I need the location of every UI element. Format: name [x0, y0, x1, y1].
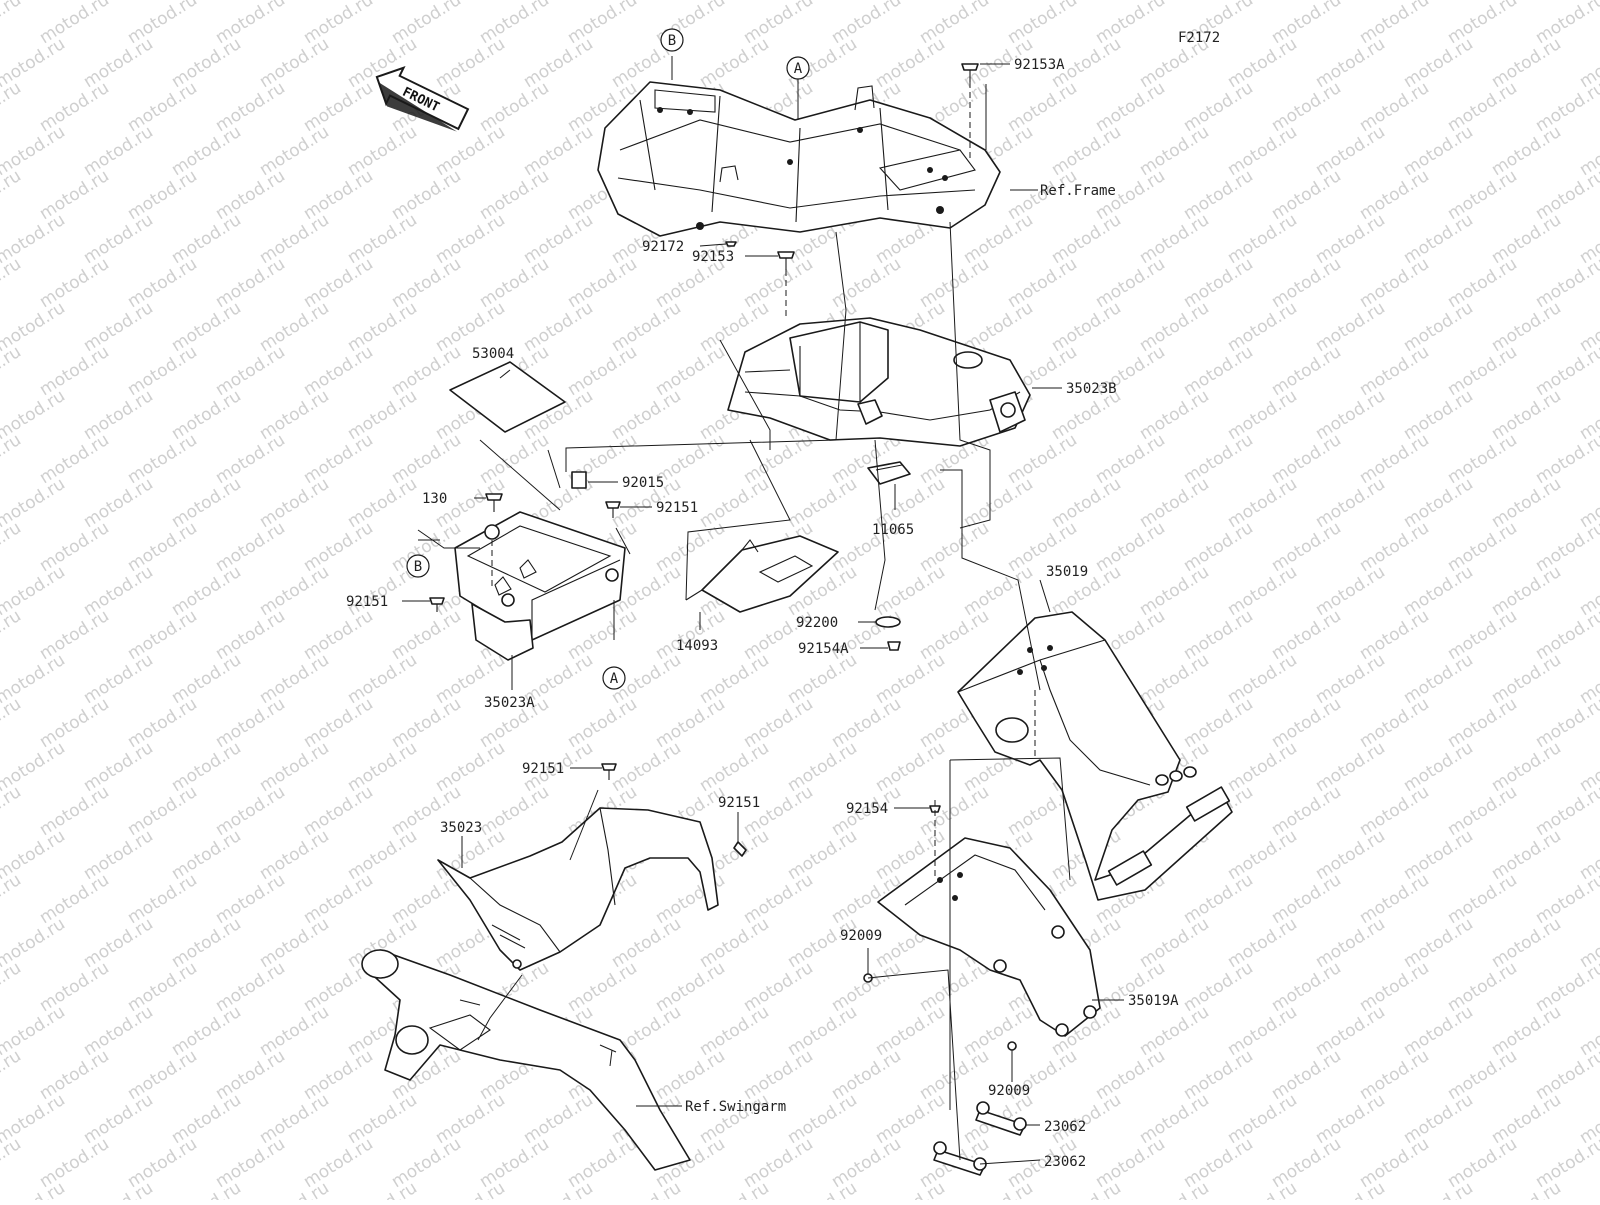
part-number-53004: 53004 — [472, 346, 514, 362]
watermark-text: motod.ru — [80, 1178, 157, 1200]
part-number-11065: 11065 — [872, 522, 914, 538]
watermark-text: motod.ru — [608, 1178, 685, 1200]
part-number-92009-left: 92009 — [840, 928, 882, 944]
rear-tray-35023B-drawing — [727, 317, 1031, 447]
frame-drawing — [597, 81, 1001, 237]
watermark-text: motod.ru — [0, 870, 25, 928]
watermark-text: motod.ru — [1576, 1178, 1600, 1200]
watermark-text: motod.ru — [1576, 0, 1600, 4]
watermark-text: motod.ru — [432, 1178, 509, 1200]
watermark-text: motod.ru — [1532, 1134, 1600, 1192]
watermark-text: motod.ru — [1488, 1178, 1565, 1200]
watermark-text: motod.ru — [1532, 606, 1600, 664]
watermark-text: motod.ru — [1532, 870, 1600, 928]
part-number-23062-lower: 23062 — [1044, 1154, 1086, 1170]
part-number-92200: 92200 — [796, 615, 838, 631]
part-number-92151-fender-top: 92151 — [522, 761, 564, 777]
watermark-text: motod.ru — [1532, 254, 1600, 312]
watermark-text: motod.ru — [0, 254, 25, 312]
watermark-text: motod.ru — [872, 1178, 949, 1200]
watermark-text: motod.ru — [1532, 518, 1600, 576]
plate-35019A-drawing — [877, 837, 1101, 1037]
part-number-92151-fender-right: 92151 — [718, 795, 760, 811]
watermark-text: motod.ru — [1048, 1178, 1125, 1200]
callout-b-left: B — [406, 554, 430, 578]
part-number-92151-battery: 92151 — [656, 500, 698, 516]
brackets-23062-drawing — [933, 1101, 1027, 1176]
watermark-text: motod.ru — [1532, 166, 1600, 224]
part-number-92151-side: 92151 — [346, 594, 388, 610]
diagram-code: F2172 — [1178, 30, 1220, 46]
bracket-14093-drawing — [685, 535, 839, 613]
watermark-text: motod.ru — [0, 0, 25, 48]
battery-case-35023A-drawing — [454, 511, 626, 661]
callout-a-top-label: A — [794, 61, 803, 77]
watermark-text: motod.ru — [0, 1178, 69, 1200]
part-number-35023B: 35023B — [1066, 381, 1117, 397]
part-number-92154A: 92154A — [798, 641, 849, 657]
watermark-text: motod.ru — [256, 1178, 333, 1200]
fender-mount-35019-drawing — [957, 611, 1233, 901]
watermark-text: motod.ru — [0, 430, 25, 488]
callout-a-bottom-label: A — [610, 671, 619, 687]
part-number-35019: 35019 — [1046, 564, 1088, 580]
watermark-text: motod.ru — [1136, 1178, 1213, 1200]
callout-b-top: B — [660, 28, 684, 52]
part-number-35023: 35023 — [440, 820, 482, 836]
watermark-text: motod.ru — [0, 1134, 25, 1192]
part-number-14093: 14093 — [676, 638, 718, 654]
part-number-92172: 92172 — [642, 239, 684, 255]
watermark-text: motod.ru — [0, 1046, 25, 1104]
part-number-23062-upper: 23062 — [1044, 1119, 1086, 1135]
watermark-text: motod.ru — [0, 694, 25, 752]
watermark-text: motod.ru — [344, 1178, 421, 1200]
part-number-35019A: 35019A — [1128, 993, 1179, 1009]
watermark-text: motod.ru — [1400, 1178, 1477, 1200]
watermark-text: motod.ru — [1532, 1046, 1600, 1104]
watermark-text: motod.ru — [784, 1178, 861, 1200]
part-number-92153A: 92153A — [1014, 57, 1065, 73]
watermark-text: motod.ru — [0, 342, 25, 400]
callout-a-bottom: A — [602, 666, 626, 690]
callout-b-top-label: B — [668, 33, 676, 49]
watermark-text: motod.ru — [520, 1178, 597, 1200]
part-number-92154: 92154 — [846, 801, 888, 817]
watermark-text: motod.ru — [960, 1178, 1037, 1200]
watermark-text: motod.ru — [1224, 1178, 1301, 1200]
leader-lines — [402, 56, 1124, 1165]
watermark-text: motod.ru — [1532, 782, 1600, 840]
watermark-text: motod.ru — [1532, 78, 1600, 136]
inner-fender-35023-drawing — [437, 807, 719, 971]
part-number-92009-bottom: 92009 — [988, 1083, 1030, 1099]
callout-b-left-label: B — [414, 559, 422, 575]
watermark-text: motod.ru — [0, 606, 25, 664]
watermark-text: motod.ru — [1532, 342, 1600, 400]
watermark-text: motod.ru — [168, 1178, 245, 1200]
watermark-text: motod.ru — [1532, 694, 1600, 752]
ref-swingarm-label: Ref.Swingarm — [685, 1099, 786, 1115]
watermark-text: motod.ru — [1532, 958, 1600, 1016]
watermark-text: motod.ru — [0, 958, 25, 1016]
watermark-text: motod.ru — [0, 78, 25, 136]
part-number-130: 130 — [422, 491, 447, 507]
part-number-92015: 92015 — [622, 475, 664, 491]
part-number-92153: 92153 — [692, 249, 734, 265]
watermark-text: motod.ru — [0, 518, 25, 576]
watermark-text: motod.ru — [0, 782, 25, 840]
watermark-text: motod.ru — [696, 1178, 773, 1200]
watermark-text: motod.ru — [1532, 430, 1600, 488]
callout-a-top: A — [786, 56, 810, 80]
swingarm-drawing — [361, 949, 691, 1171]
watermark-text: motod.ru — [1312, 1178, 1389, 1200]
watermark-text: motod.ru — [0, 166, 25, 224]
part-number-35023A: 35023A — [484, 695, 535, 711]
ref-frame-label: Ref.Frame — [1040, 183, 1116, 199]
sheet-53004-drawing — [449, 361, 566, 433]
